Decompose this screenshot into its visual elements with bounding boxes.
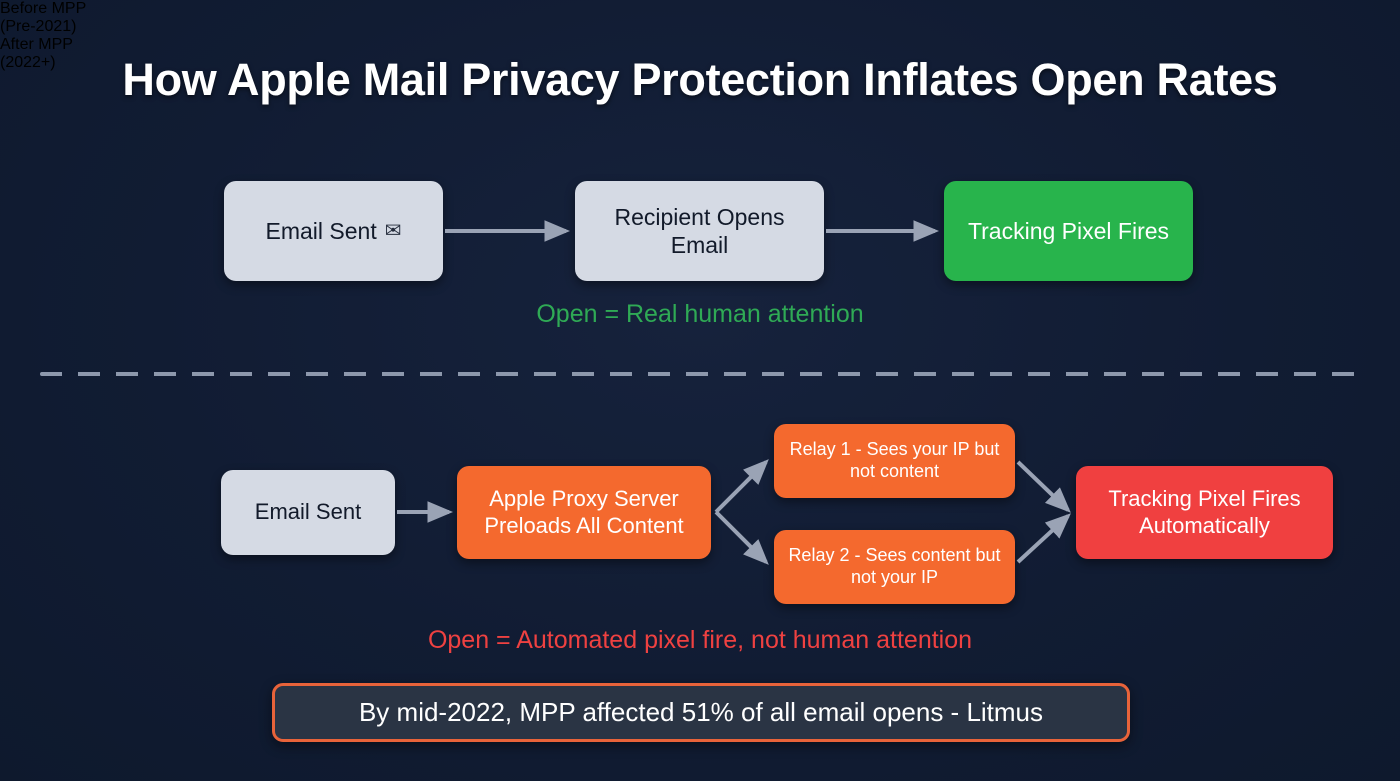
node-relay-1[interactable]: Relay 1 - Sees your IP but not content bbox=[774, 424, 1015, 498]
node-tracking-pixel-fires-before-label: Tracking Pixel Fires bbox=[967, 217, 1170, 244]
node-email-sent-after-label: Email Sent bbox=[254, 499, 362, 525]
page-title: How Apple Mail Privacy Protection Inflat… bbox=[122, 54, 1278, 105]
section-divider bbox=[40, 372, 1360, 376]
after-mpp-label-line1: After MPP bbox=[0, 36, 73, 53]
arrow-relay2-to-pixel2 bbox=[1016, 513, 1071, 564]
node-email-sent-after[interactable]: Email Sent bbox=[221, 470, 395, 555]
envelope-icon: ✉ bbox=[384, 219, 402, 242]
node-relay-1-label: Relay 1 - Sees your IP but not content bbox=[789, 439, 1000, 481]
stat-callout-text: By mid-2022, MPP affected 51% of all ema… bbox=[358, 697, 1044, 727]
node-apple-proxy-server-label: Apple Proxy Server Preloads All Content bbox=[484, 485, 684, 538]
node-apple-proxy-server[interactable]: Apple Proxy Server Preloads All Content bbox=[457, 466, 711, 559]
node-email-sent-before-label: Email Sent bbox=[265, 217, 377, 244]
stat-callout: By mid-2022, MPP affected 51% of all ema… bbox=[272, 683, 1130, 742]
caption-after-mpp: Open = Automated pixel fire, not human a… bbox=[427, 626, 973, 654]
before-mpp-row-label: Before MPP (Pre-2021) bbox=[0, 0, 1400, 36]
before-mpp-label-line2: (Pre-2021) bbox=[0, 18, 77, 35]
node-tracking-pixel-fires-after[interactable]: Tracking Pixel Fires Automatically bbox=[1076, 466, 1333, 559]
after-mpp-row-label: After MPP (2022+) bbox=[0, 36, 1400, 72]
node-relay-2[interactable]: Relay 2 - Sees content but not your IP bbox=[774, 530, 1015, 604]
node-recipient-opens-email[interactable]: Recipient Opens Email bbox=[575, 181, 824, 281]
arrow-proxy-to-relay2 bbox=[714, 510, 769, 565]
node-email-sent-before[interactable]: Email Sent ✉ bbox=[224, 181, 443, 281]
node-relay-2-label: Relay 2 - Sees content but not your IP bbox=[788, 545, 1001, 587]
caption-before-mpp: Open = Real human attention bbox=[536, 300, 864, 328]
arrow-relay1-to-pixel2 bbox=[1016, 460, 1071, 513]
after-mpp-label-line2: (2022+) bbox=[0, 54, 56, 71]
arrow-proxy-to-relay1 bbox=[714, 459, 769, 514]
node-recipient-opens-email-label: Recipient Opens Email bbox=[614, 203, 785, 258]
node-tracking-pixel-fires-after-label: Tracking Pixel Fires Automatically bbox=[1108, 485, 1301, 538]
node-tracking-pixel-fires-before[interactable]: Tracking Pixel Fires bbox=[944, 181, 1193, 281]
before-mpp-label-line1: Before MPP bbox=[0, 0, 87, 17]
